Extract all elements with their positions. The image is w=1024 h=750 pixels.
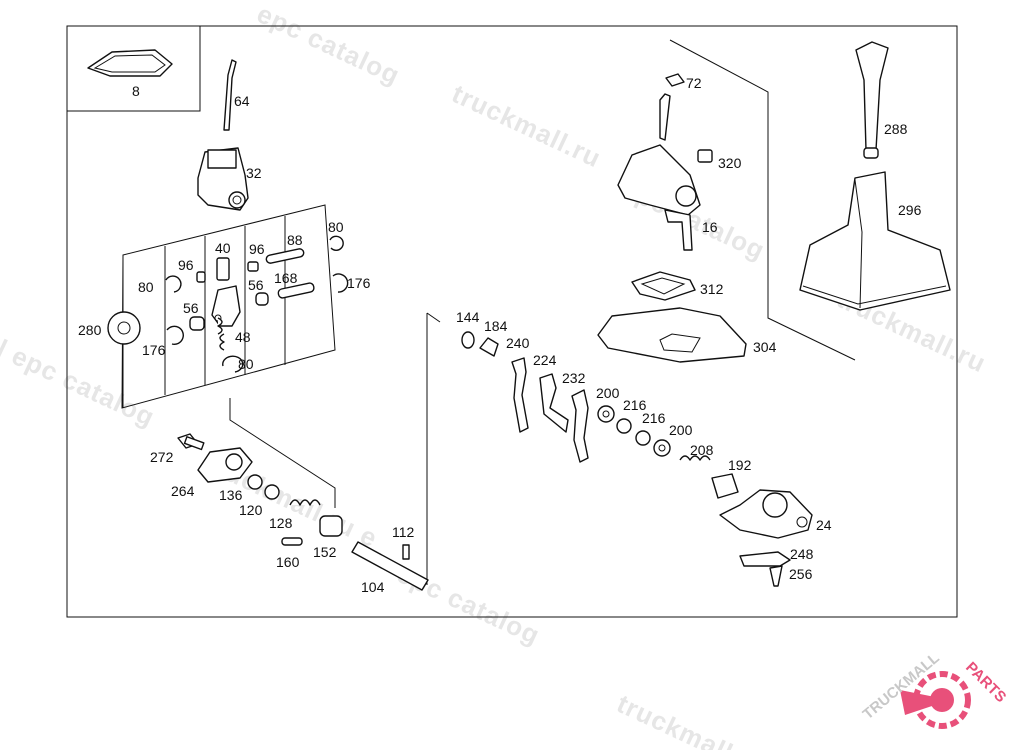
part-label: 8 — [132, 83, 140, 99]
part-label: 96 — [249, 241, 265, 257]
watermark-layer: epc catalog truckmall.ru epc catalog tru… — [0, 0, 991, 750]
watermark-text: truckmall.r — [612, 688, 755, 750]
part-label: 96 — [178, 257, 194, 273]
part-label: 288 — [884, 121, 908, 137]
part-label: 304 — [753, 339, 777, 355]
part-label: 104 — [361, 579, 385, 595]
shift-boot-part — [799, 171, 951, 311]
part-label: 176 — [142, 342, 166, 358]
part-label: 64 — [234, 93, 250, 109]
part-label: 120 — [239, 502, 263, 518]
assembly-leader-lines — [121, 39, 856, 585]
cover-plate-part — [87, 49, 173, 77]
part-label: 224 — [533, 352, 557, 368]
part-label: 88 — [287, 232, 303, 248]
part-label: 248 — [790, 546, 814, 562]
housing-32-part — [197, 147, 249, 211]
part-label: 24 — [816, 517, 832, 533]
part-label: 40 — [215, 240, 231, 256]
part-label: 200 — [669, 422, 693, 438]
part-label: 80 — [328, 219, 344, 235]
part-label: 144 — [456, 309, 480, 325]
part-label: 32 — [246, 165, 262, 181]
part-label: 56 — [183, 300, 199, 316]
lower-left-parts — [177, 433, 343, 546]
part-label: 264 — [171, 483, 195, 499]
middle-parts — [461, 331, 739, 499]
shift-rod-part — [223, 59, 237, 131]
part-label: 200 — [596, 385, 620, 401]
part-label: 80 — [238, 356, 254, 372]
part-label: 256 — [789, 566, 813, 582]
part-label: 280 — [78, 322, 102, 338]
diagram-frame — [66, 25, 958, 618]
part-label: 272 — [150, 449, 174, 465]
watermark-text: truckmall.ru — [447, 78, 605, 173]
shaft-part — [351, 541, 429, 591]
shift-knob-part — [855, 41, 889, 159]
part-label: 240 — [506, 335, 530, 351]
part-label: 216 — [623, 397, 647, 413]
part-label: 152 — [313, 544, 337, 560]
part-label: 216 — [642, 410, 666, 426]
part-label: 16 — [702, 219, 718, 235]
part-label: 72 — [686, 75, 702, 91]
part-label: 56 — [248, 277, 264, 293]
small-parts-group — [107, 235, 349, 373]
part-label: 160 — [276, 554, 300, 570]
watermark-text: epc catalog — [392, 558, 544, 650]
cover-plate-outline — [93, 54, 166, 73]
part-label: 320 — [718, 155, 742, 171]
part-label: 176 — [347, 275, 371, 291]
part-label: 48 — [235, 329, 251, 345]
upper-right-parts — [597, 73, 747, 363]
part-label: 232 — [562, 370, 586, 386]
watermark-text: epc catalog — [252, 0, 404, 91]
inset-box — [66, 25, 201, 112]
part-label: 184 — [484, 318, 508, 334]
part-label: 128 — [269, 515, 293, 531]
part-label: 296 — [898, 202, 922, 218]
housing-24-part — [719, 489, 813, 587]
watermark-text: l epc catalog — [0, 333, 160, 432]
part-label: 192 — [728, 457, 752, 473]
pin-part — [402, 544, 410, 560]
part-label: 208 — [690, 442, 714, 458]
truckmall-parts-logo: TRUCKMALL PARTS — [860, 650, 1009, 729]
part-label: 136 — [219, 487, 243, 503]
part-label: 312 — [700, 281, 724, 297]
part-label: 80 — [138, 279, 154, 295]
part-label: 168 — [274, 270, 298, 286]
part-label: 112 — [392, 524, 415, 540]
